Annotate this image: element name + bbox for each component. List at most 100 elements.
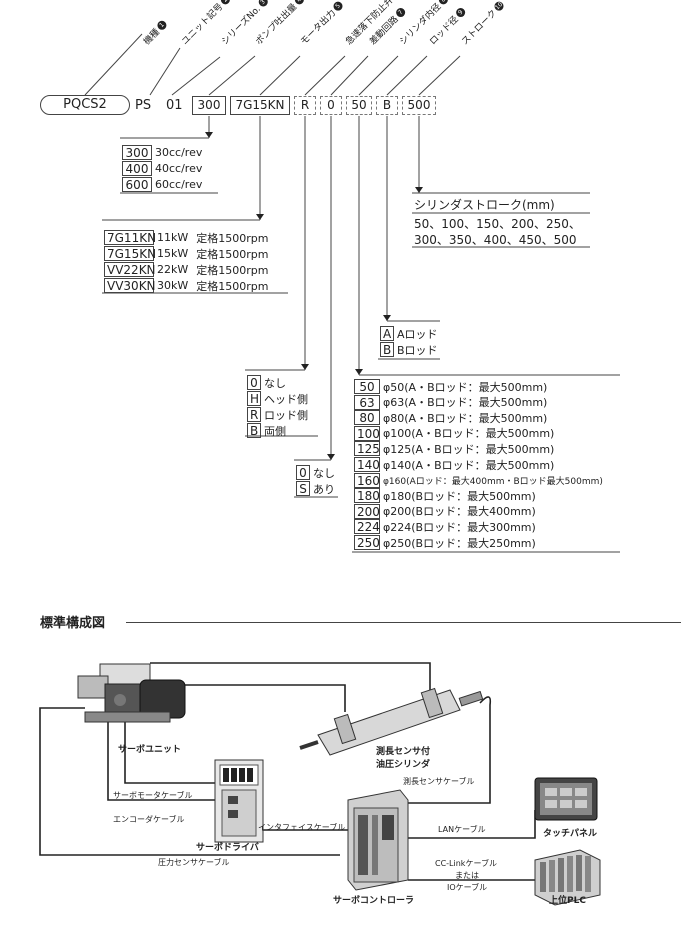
bore-option-desc: φ50(A・Bロッド：最大500mm) xyxy=(383,380,548,394)
model-drop: R xyxy=(294,96,316,115)
interface-cable-label: インタフェイスケーブル xyxy=(258,823,346,832)
bore-option-code: 125 xyxy=(354,441,380,457)
pump-option-code: 300 xyxy=(122,145,152,160)
stroke-line2: 300、350、400、450、500 xyxy=(414,233,577,247)
drop-option-code: H xyxy=(247,391,261,406)
motor-option-kw: 22kW xyxy=(157,263,189,276)
motor-option-kw: 15kW xyxy=(157,247,189,260)
bore-option-desc: φ250(Bロッド：最大250mm) xyxy=(383,536,536,550)
bore-option-code: 140 xyxy=(354,457,380,472)
touch-panel-label: タッチパネル xyxy=(543,829,598,839)
pump-option-desc: 30cc/rev xyxy=(155,146,203,159)
model-rod: B xyxy=(376,96,398,115)
drop-option-desc: 両側 xyxy=(264,424,286,438)
bore-option-code: 250 xyxy=(354,535,380,550)
bore-option-desc: φ160(Aロッド：最大400mm・Bロッド最大500mm) xyxy=(383,476,603,487)
leader-lines xyxy=(84,33,620,553)
bore-option-desc: φ180(Bロッド：最大500mm) xyxy=(383,489,536,503)
servo-unit-label: サーボユニット xyxy=(118,745,182,755)
encoder-cable-label: エンコーダケーブル xyxy=(113,815,185,824)
pressure-cable-label: 圧力センサケーブル xyxy=(158,858,230,867)
motor-option-code: 7G15KN xyxy=(104,246,156,261)
drop-option-code: B xyxy=(247,423,261,438)
bore-option-desc: φ224(Bロッド：最大300mm) xyxy=(383,520,536,534)
drop-option-code: R xyxy=(247,407,261,422)
rod-option-code: B xyxy=(380,342,394,357)
pump-option-code: 400 xyxy=(122,161,152,176)
servo-driver-illustration xyxy=(214,759,264,843)
measure-cable-label: 測長センサケーブル xyxy=(403,777,475,786)
plc-illustration xyxy=(534,849,601,906)
bore-option-code: 224 xyxy=(354,519,380,535)
model-prefix: PQCS2 xyxy=(40,95,130,115)
drop-option-code: 0 xyxy=(247,375,261,390)
lan-cable-label: LANケーブル xyxy=(438,825,486,834)
touch-panel-illustration xyxy=(534,777,598,821)
cylinder-label-line2: 油圧シリンダ xyxy=(376,760,431,770)
bore-option-code: 160 xyxy=(354,472,380,488)
bore-option-desc: φ140(A・Bロッド：最大500mm) xyxy=(383,458,555,472)
model-ps: PS xyxy=(135,98,152,113)
bore-option-code: 180 xyxy=(354,488,380,504)
pump-option-code: 600 xyxy=(122,177,152,192)
motor-option-rating: 定格1500rpm xyxy=(196,247,269,261)
model-diff: 0 xyxy=(320,96,342,115)
cylinder-illustration xyxy=(299,687,484,756)
model-stroke: 500 xyxy=(402,96,436,115)
drop-option-desc: ロッド側 xyxy=(264,408,308,422)
stroke-title: シリンダストローク(mm) xyxy=(414,198,555,212)
servo-motor-cable-label: サーボモータケーブル xyxy=(113,791,193,800)
drop-option-desc: ヘッド側 xyxy=(264,392,308,406)
bore-option-desc: φ100(A・Bロッド：最大500mm) xyxy=(383,427,555,441)
heading-rule xyxy=(126,622,681,623)
bore-option-desc: φ80(A・Bロッド：最大500mm) xyxy=(383,411,548,425)
pump-option-desc: 40cc/rev xyxy=(155,162,203,175)
bore-option-code: 63 xyxy=(354,394,380,410)
cclink-label-line3: IOケーブル xyxy=(447,883,488,892)
bore-option-desc: φ200(Bロッド：最大400mm) xyxy=(383,505,536,519)
model-pump: 300 xyxy=(192,96,226,115)
stroke-line1: 50、100、150、200、250、 xyxy=(414,217,581,231)
drop-option-desc: なし xyxy=(264,376,286,390)
bore-option-desc: φ63(A・Bロッド：最大500mm) xyxy=(383,396,548,410)
diff-option-code: 0 xyxy=(296,465,310,480)
motor-option-code: VV22KN xyxy=(104,262,156,277)
diff-option-desc: あり xyxy=(313,482,335,496)
servo-driver-label: サーボドライバ xyxy=(196,843,259,853)
model-motor: 7G15KN xyxy=(230,96,290,115)
bore-option-code: 100 xyxy=(354,425,380,441)
model-bore: 50 xyxy=(346,96,372,115)
cclink-label-line2: または xyxy=(455,871,479,880)
rod-option-desc: Bロッド xyxy=(397,343,438,357)
config-heading: 標準構成図 xyxy=(40,616,106,631)
servo-controller-label: サーボコントローラ xyxy=(333,896,415,906)
diff-option-code: S xyxy=(296,481,310,496)
motor-option-code: 7G11KN xyxy=(104,230,156,245)
motor-option-rating: 定格1500rpm xyxy=(196,231,269,245)
pump-option-desc: 60cc/rev xyxy=(155,178,203,191)
motor-option-kw: 30kW xyxy=(157,279,189,292)
bore-option-desc: φ125(A・Bロッド：最大500mm) xyxy=(383,442,555,456)
